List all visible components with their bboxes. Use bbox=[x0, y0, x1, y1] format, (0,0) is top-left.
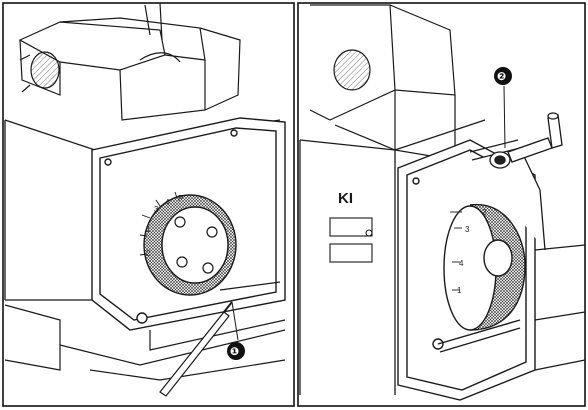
dial-label: 2 bbox=[146, 249, 151, 258]
dial-label: 3 bbox=[465, 225, 470, 234]
feed-dial: 1 2 3 4 P bbox=[139, 191, 237, 296]
panel-left: 1 2 3 4 P ❶ bbox=[2, 2, 295, 407]
screwdriver bbox=[159, 301, 233, 397]
callout-2-leader bbox=[503, 85, 506, 149]
dial-label: 3 bbox=[154, 205, 159, 214]
machine-top-housing bbox=[18, 2, 241, 121]
dial-hole bbox=[202, 262, 214, 274]
callout-2-number: ❷ bbox=[497, 70, 506, 83]
dial-scale bbox=[450, 211, 462, 291]
brand-logo: KI bbox=[338, 190, 353, 207]
machine-base bbox=[4, 281, 286, 381]
callout-1-badge bbox=[227, 342, 245, 360]
dial-hole bbox=[206, 226, 218, 238]
dial-scale bbox=[139, 191, 178, 256]
callout-1-leader bbox=[231, 301, 239, 341]
callout-2: ❷ bbox=[494, 67, 512, 149]
dial-label: 4 bbox=[459, 259, 464, 268]
feed-dial: 2 3 4 1 bbox=[443, 203, 526, 331]
dial-label: 2 bbox=[482, 208, 487, 217]
callout-1: ❶ bbox=[227, 301, 245, 360]
dial-label: P bbox=[178, 194, 183, 203]
panel-right: KI 2 3 4 bbox=[297, 2, 586, 407]
nameplates bbox=[329, 217, 373, 263]
machine-base bbox=[534, 244, 586, 371]
dial-hole bbox=[174, 216, 186, 228]
dial-hole bbox=[176, 256, 188, 268]
callout-1-number: ❶ bbox=[230, 345, 239, 358]
dial-label: 1 bbox=[146, 225, 151, 234]
side-cylinder bbox=[19, 51, 60, 93]
dial-label: 1 bbox=[457, 286, 462, 295]
machine-body bbox=[299, 119, 486, 395]
dial-label: 4 bbox=[165, 198, 170, 207]
adjusting-rod bbox=[469, 112, 563, 251]
machine-top-housing bbox=[309, 4, 456, 161]
callout-2-badge bbox=[494, 67, 512, 85]
